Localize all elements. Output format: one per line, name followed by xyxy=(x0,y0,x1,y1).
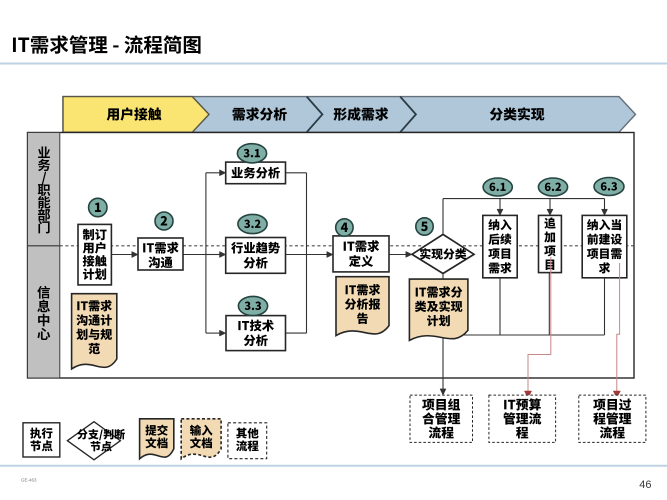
svg-text:46: 46 xyxy=(639,479,651,491)
svg-text:GE-463: GE-463 xyxy=(21,478,37,483)
